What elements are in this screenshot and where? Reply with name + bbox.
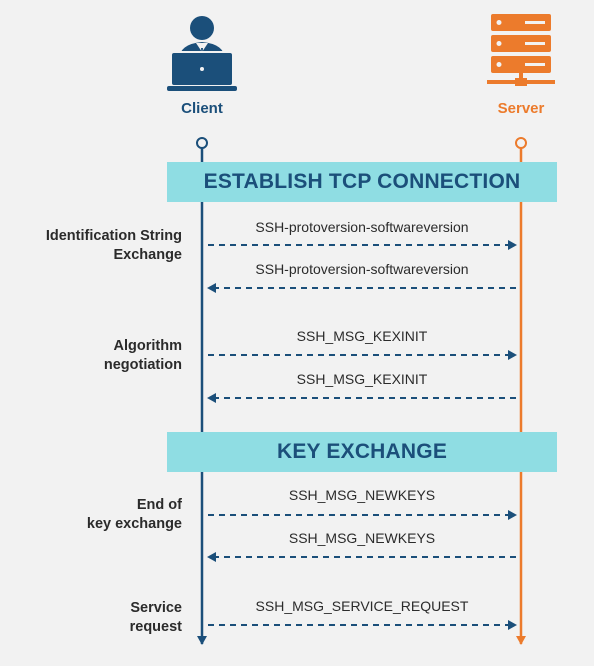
step-algorithm: Algorithm negotiation xyxy=(104,337,182,375)
banner-establish-tcp: ESTABLISH TCP CONNECTION xyxy=(167,162,557,202)
message-label-3: SSH_MSG_KEXINIT xyxy=(296,328,428,344)
message-label-4: SSH_MSG_KEXINIT xyxy=(296,371,428,387)
message-label-5: SSH_MSG_NEWKEYS xyxy=(288,487,436,503)
step-identification-line2: Exchange xyxy=(113,247,183,263)
step-end-kex-line1: End of xyxy=(136,497,182,513)
step-service-line2: request xyxy=(129,619,182,635)
step-algorithm-line2: negotiation xyxy=(103,357,182,373)
message-label-7: SSH_MSG_SERVICE_REQUEST xyxy=(255,598,469,614)
step-end-kex: End of key exchange xyxy=(87,496,182,534)
message-label-1: SSH-protoversion-softwareversion xyxy=(255,219,469,235)
step-service: Service request xyxy=(130,599,182,637)
banner-key-exchange: KEY EXCHANGE xyxy=(167,432,557,472)
client-lifeline xyxy=(196,137,208,645)
server-lifeline xyxy=(515,137,527,645)
message-label-6: SSH_MSG_NEWKEYS xyxy=(288,530,436,546)
step-identification-line1: Identification String xyxy=(45,228,182,244)
client-label: Client xyxy=(181,100,223,117)
user-laptop-icon xyxy=(167,16,237,91)
server-label: Server xyxy=(497,100,545,117)
step-identification: Identification String Exchange xyxy=(46,227,182,265)
step-service-line1: Service xyxy=(130,600,182,616)
step-algorithm-line1: Algorithm xyxy=(113,338,182,354)
message-label-2: SSH-protoversion-softwareversion xyxy=(255,261,469,277)
server-rack-icon xyxy=(487,14,555,86)
step-end-kex-line2: key exchange xyxy=(86,516,182,532)
